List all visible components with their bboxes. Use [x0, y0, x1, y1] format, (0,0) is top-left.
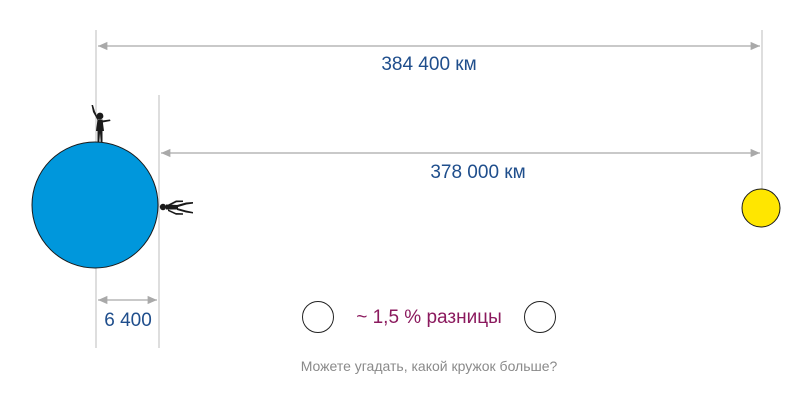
earth-circle	[31, 141, 159, 269]
surface-to-moon-distance-label: 378 000 км	[430, 162, 525, 183]
moon-circle	[741, 188, 781, 228]
difference-label: ~ 1,5 % разницы	[356, 307, 502, 328]
person-standing-icon	[91, 105, 111, 142]
comparison-circle-right	[524, 301, 556, 333]
earth-radius-label: 6 400	[104, 310, 152, 331]
comparison-circle-left	[302, 301, 334, 333]
question-caption: Можете угадать, какой кружок больше?	[301, 358, 558, 374]
person-lying-icon	[159, 200, 193, 215]
center-to-moon-distance-label: 384 400 км	[381, 54, 476, 75]
